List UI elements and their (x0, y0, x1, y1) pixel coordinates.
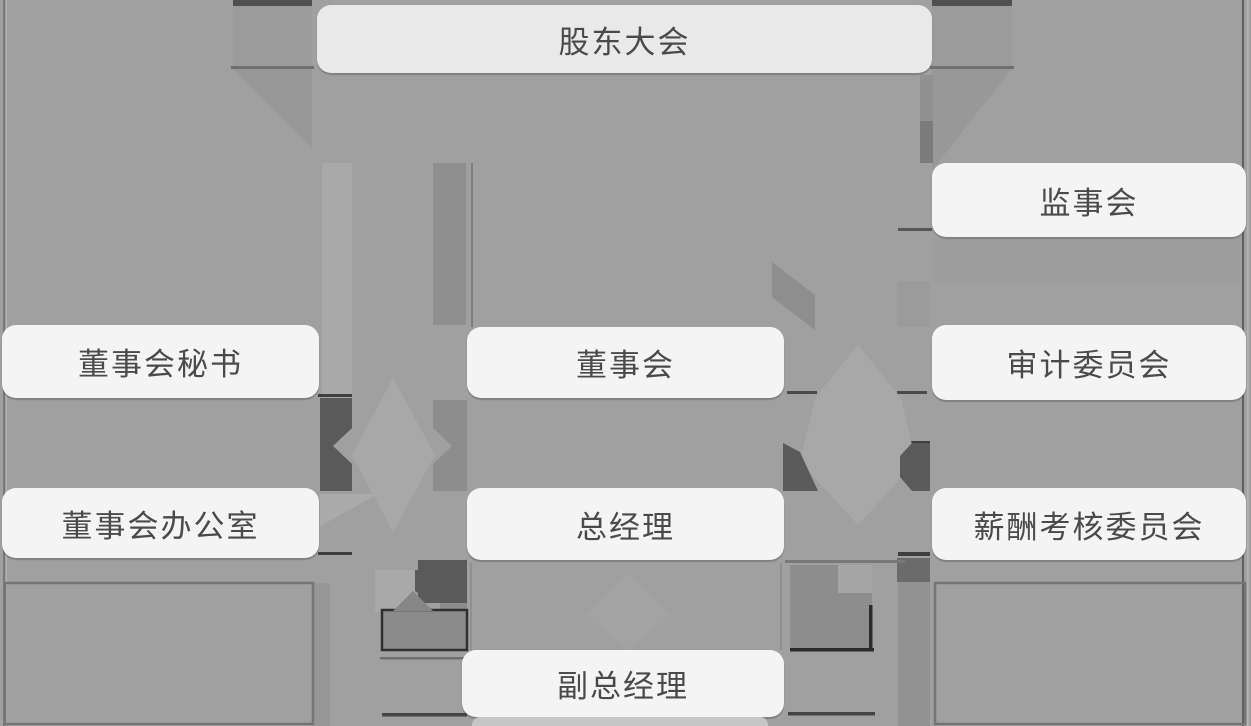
org-node-board-secretary: 董事会秘书 (2, 325, 319, 398)
org-node-supervisory-board: 监事会 (932, 163, 1246, 237)
org-node-board-of-directors: 董事会 (467, 327, 784, 398)
org-node-general-manager: 总经理 (467, 488, 784, 560)
right-connector-artifacts (772, 262, 930, 582)
org-node-remuneration-assessment-committee: 薪酬考核委员会 (932, 488, 1246, 560)
bottom-connector-artifacts (3, 560, 1247, 726)
org-node-partial-bottom-edge (472, 717, 768, 726)
org-node-audit-committee: 审计委员会 (932, 325, 1246, 400)
org-node-deputy-general-manager: 副总经理 (462, 650, 784, 717)
org-node-shareholders-meeting: 股东大会 (317, 5, 932, 73)
top-connector-artifacts (231, 0, 1242, 398)
org-node-board-office: 董事会办公室 (2, 488, 319, 558)
